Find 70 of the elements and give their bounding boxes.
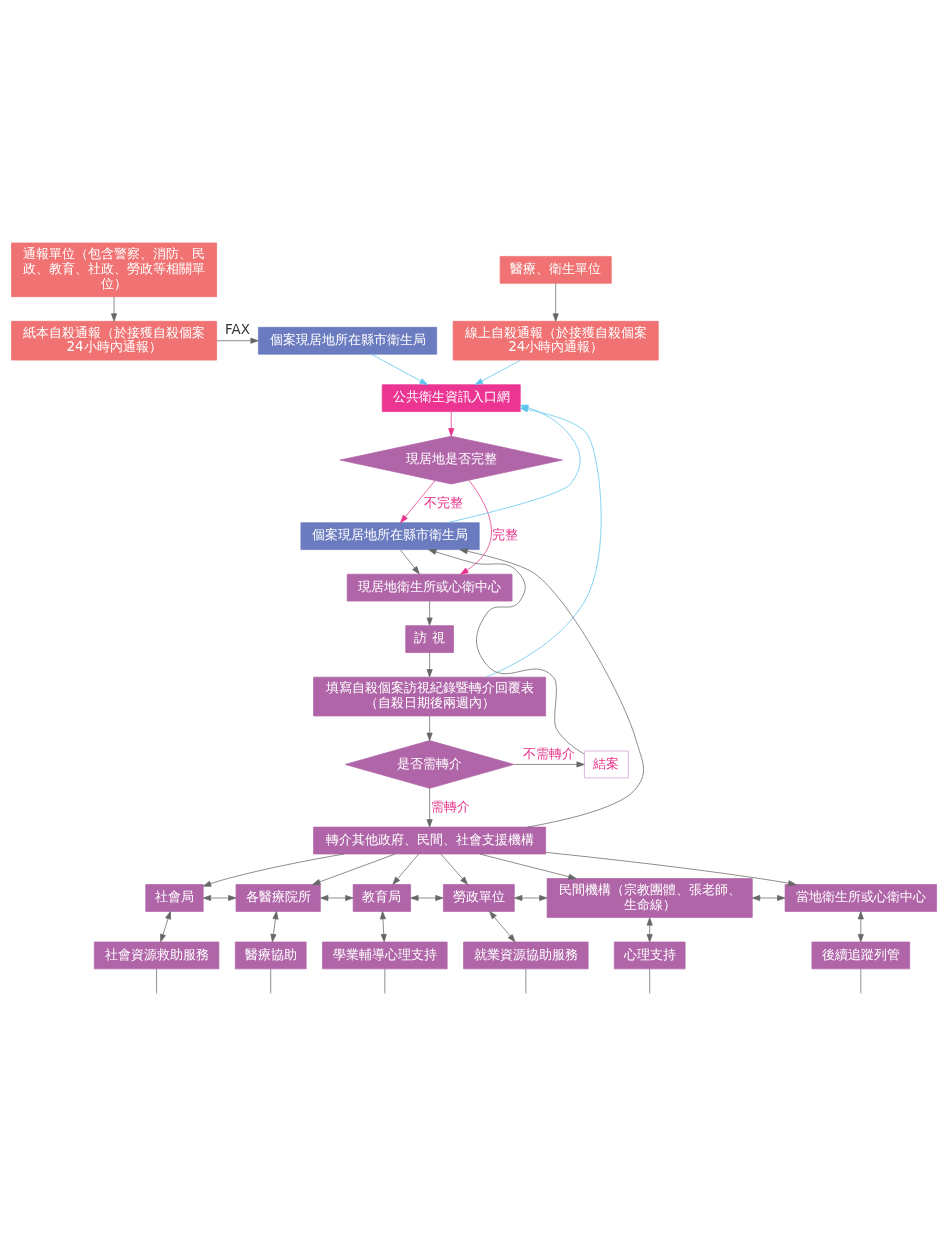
arrow [545, 852, 797, 887]
arrow [440, 853, 468, 885]
connector [649, 968, 651, 994]
node-box: 個案現居地所在縣市衛生局 [258, 326, 438, 355]
arrow [400, 480, 436, 523]
node-box: 心理支持 [613, 941, 686, 970]
connector [270, 968, 272, 994]
node-box: 線上自殺通報（於接獲自殺個案24小時內通報） [452, 320, 659, 361]
node-box: 社會局 [145, 884, 204, 912]
arrow [202, 895, 237, 901]
connector [384, 968, 386, 994]
arrow [552, 282, 559, 322]
node-box: 勞政單位 [443, 884, 515, 912]
node-box: 後續追蹤列管 [811, 941, 911, 970]
edge-label: FAX [225, 322, 250, 338]
node-box: 就業資源協助服務 [463, 941, 589, 970]
node-box: 公共衛生資訊入口網 [381, 384, 521, 412]
node-box: 現居地衛生所或心衛中心 [346, 573, 513, 602]
arrow [513, 761, 585, 768]
node-box: 各醫療院所 [235, 884, 321, 912]
edge-label: 不完整 [423, 494, 463, 510]
arrow [379, 911, 387, 943]
arrow [752, 895, 786, 901]
arrow [399, 549, 420, 575]
node-box: 通報單位（包含警察、消防、民政、教育、社政、勞政等相關單位） [11, 242, 217, 298]
node-box: 醫療、衛生單位 [499, 256, 612, 284]
node-box: 紙本自殺通報（於接獲自殺個案24小時內通報） [11, 320, 217, 361]
arrow [392, 853, 420, 885]
node-diamond: 現居地是否完整 [339, 435, 563, 485]
node-box: 教育局 [352, 884, 411, 912]
arrow [426, 652, 433, 678]
node-diamond: 是否需轉介 [344, 740, 515, 789]
edge-label: 不需轉介 [523, 746, 576, 762]
arrow [426, 715, 433, 741]
arrow [489, 911, 516, 943]
node-box: 學業輔導心理支持 [322, 941, 448, 970]
arrow [514, 895, 548, 901]
arrow [857, 911, 864, 943]
node-box: 醫療協助 [234, 941, 307, 970]
arrow [160, 911, 171, 943]
arrow [410, 895, 444, 901]
arrow [270, 911, 279, 943]
arrow [216, 337, 259, 344]
arrow [370, 353, 428, 385]
node-box: 轉介其他政府、民間、社會支援機構 [313, 826, 546, 855]
arrow [312, 853, 396, 885]
arrow [460, 480, 492, 575]
node-box: 社會資源救助服務 [93, 941, 220, 970]
arrow [426, 788, 433, 828]
node-box: 訪 視 [405, 625, 454, 653]
arrow [111, 296, 118, 322]
node-box: 填寫自殺個案訪視紀錄暨轉介回覆表 （自殺日期後兩週內） [313, 676, 546, 717]
node-box: 結案 [584, 750, 629, 779]
connector [525, 968, 527, 994]
edge-label: 需轉介 [430, 799, 470, 814]
edge-label: 完整 [492, 527, 519, 543]
node-box: 民間機構（宗教團體、張老師、生命線） [546, 878, 753, 918]
arrow [203, 853, 345, 887]
node-box: 個案現居地所在縣市衛生局 [300, 522, 480, 550]
arrow [479, 853, 577, 880]
arrow [426, 600, 433, 626]
arrow [320, 895, 354, 901]
arrow [448, 411, 455, 437]
arrow [646, 917, 653, 943]
arrow [459, 548, 644, 828]
connector [156, 968, 157, 994]
arrow [474, 359, 521, 385]
connector [860, 968, 862, 994]
arrow [428, 549, 585, 755]
node-box: 當地衛生所或心衛中心 [784, 884, 937, 912]
